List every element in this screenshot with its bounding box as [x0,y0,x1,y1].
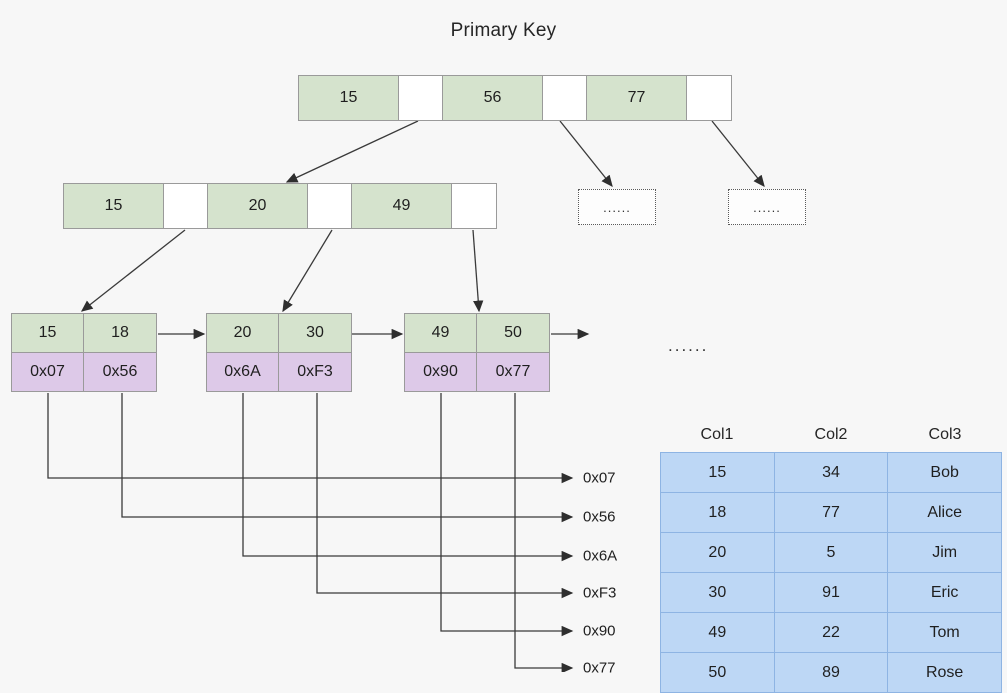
edge-root-to-placeholder-1 [711,120,765,188]
root-key-cell-2[interactable]: 77 [587,76,687,120]
column-header-col1: Col1 [700,426,734,443]
cell-r2-c1: 5 [773,532,889,573]
placeholder-node-0[interactable]: ...... [578,189,656,225]
address-label-3: 0xF3 [583,584,617,602]
leaf-0-key-1[interactable]: 18 [84,314,156,352]
table-row[interactable]: 49 22 Tom [660,612,1002,653]
placeholder-node-1[interactable]: ...... [728,189,806,225]
cell-r5-c0: 50 [660,652,775,693]
data-table-region: Col1 Col2 Col3 15 34 Bob 18 77 Alice 20 … [660,418,1002,693]
leaf-0-key-0[interactable]: 15 [12,314,84,352]
leaf-0-pointer-row: 0x07 0x56 [12,352,156,391]
cell-r3-c0: 30 [660,572,775,613]
edge-ptr-0x6A [242,393,574,562]
table-row[interactable]: 18 77 Alice [660,492,1002,533]
page-title: Primary Key [450,20,557,41]
edge-internal-to-leaf-1 [282,229,333,313]
diagram-canvas: Primary Key 15 56 77 15 20 49 15 18 0x07… [11,20,1002,693]
column-header-col3: Col3 [928,426,962,443]
leaf-2-key-0[interactable]: 49 [405,314,477,352]
leaf-0-pointer-1[interactable]: 0x56 [84,352,156,391]
edge-internal-to-leaf-0 [80,229,186,312]
cell-r4-c0: 49 [660,612,775,653]
table-row[interactable]: 20 5 Jim [660,532,1002,573]
cell-r4-c2: Tom [887,612,1002,653]
root-node[interactable]: 15 56 77 [298,75,732,121]
cell-r1-c0: 18 [660,492,775,533]
leaf-node-2[interactable]: 49 50 0x90 0x77 [404,313,550,392]
leaf-0-key-row: 15 18 [12,314,156,353]
internal-pointer-cell-2[interactable] [452,184,496,228]
cell-r4-c1: 22 [773,612,889,653]
edge-ptr-0x56 [121,393,574,523]
table-row[interactable]: 15 34 Bob [660,452,1002,493]
cell-r3-c1: 91 [773,572,889,613]
internal-pointer-cell-0[interactable] [164,184,208,228]
leaf-0-pointer-0[interactable]: 0x07 [12,352,84,391]
leaf-2-key-1[interactable]: 50 [477,314,549,352]
cell-r0-c2: Bob [887,452,1002,493]
cell-r1-c2: Alice [887,492,1002,533]
internal-node[interactable]: 15 20 49 [63,183,497,229]
internal-key-cell-0[interactable]: 15 [64,184,164,228]
table-row[interactable]: 50 89 Rose [660,652,1002,693]
cell-r2-c2: Jim [887,532,1002,573]
edge-ptr-0x90 [440,393,574,637]
leaf-node-0[interactable]: 15 18 0x07 0x56 [11,313,157,392]
data-table-header-row: Col1 Col2 Col3 [660,418,1002,452]
cell-r0-c0: 15 [660,452,775,493]
edge-root-to-internal [285,120,419,183]
leaf-2-key-row: 49 50 [405,314,549,353]
address-label-4: 0x90 [583,622,616,640]
cell-r5-c1: 89 [773,652,889,693]
edge-ptr-0xF3 [316,393,574,599]
address-label-1: 0x56 [583,508,616,526]
internal-pointer-cell-1[interactable] [308,184,352,228]
column-header-col2: Col2 [814,426,848,443]
leaf-1-pointer-1[interactable]: 0xF3 [279,352,351,391]
cell-r2-c0: 20 [660,532,775,573]
edge-ptr-0x77 [514,393,574,672]
root-key-cell-1[interactable]: 56 [443,76,543,120]
edge-internal-to-leaf-2 [472,229,484,313]
root-key-cell-0[interactable]: 15 [299,76,399,120]
internal-key-cell-1[interactable]: 20 [208,184,308,228]
edge-ptr-0x07 [47,393,574,484]
cell-r0-c1: 34 [773,452,889,493]
leaf-1-key-row: 20 30 [207,314,351,353]
table-row[interactable]: 30 91 Eric [660,572,1002,613]
leaf-2-pointer-1[interactable]: 0x77 [477,352,549,391]
leaf-2-pointer-0[interactable]: 0x90 [405,352,477,391]
root-pointer-cell-0[interactable] [399,76,443,120]
root-pointer-cell-1[interactable] [543,76,587,120]
leaf-node-1[interactable]: 20 30 0x6A 0xF3 [206,313,352,392]
cell-r3-c2: Eric [887,572,1002,613]
leaf-2-pointer-row: 0x90 0x77 [405,352,549,391]
leaf-1-key-1[interactable]: 30 [279,314,351,352]
address-label-0: 0x07 [583,469,616,487]
leaf-1-key-0[interactable]: 20 [207,314,279,352]
leaf-1-pointer-row: 0x6A 0xF3 [207,352,351,391]
cell-r1-c1: 77 [773,492,889,533]
leaf-chain-ellipsis: ...... [668,336,709,355]
edge-root-to-placeholder-0 [559,120,613,188]
root-pointer-cell-2[interactable] [687,76,731,120]
internal-key-cell-2[interactable]: 49 [352,184,452,228]
leaf-1-pointer-0[interactable]: 0x6A [207,352,279,391]
address-label-5: 0x77 [583,659,616,677]
data-table: 15 34 Bob 18 77 Alice 20 5 Jim 30 91 [660,452,1002,693]
cell-r5-c2: Rose [887,652,1002,693]
address-label-2: 0x6A [583,547,618,565]
